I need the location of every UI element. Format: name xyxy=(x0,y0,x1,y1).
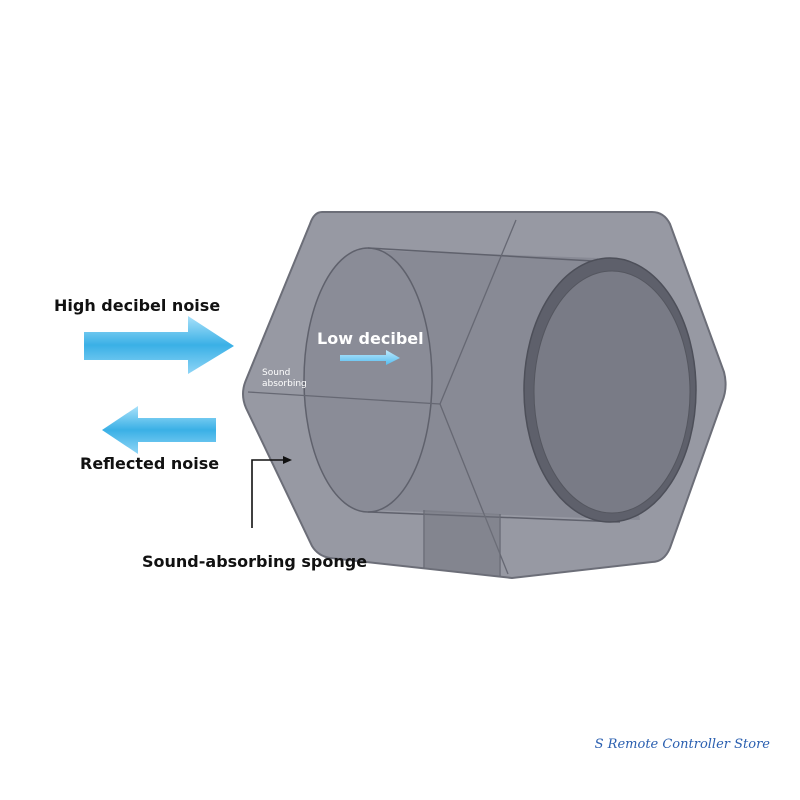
seam-line xyxy=(247,391,441,405)
bottom-block xyxy=(424,510,500,576)
low-decibel-label: Low decibel xyxy=(317,329,424,348)
sponge-pointer-arrowhead xyxy=(283,456,292,464)
left-cylinder-face xyxy=(303,247,433,513)
sponge-pointer-line xyxy=(251,459,288,528)
reflected-noise-label: Reflected noise xyxy=(80,454,220,473)
seam-line xyxy=(439,219,517,405)
sound-absorbing-label: Sound absorbing xyxy=(262,368,307,389)
high-noise-arrow xyxy=(84,316,234,374)
cylinder-top-edge xyxy=(367,247,611,263)
speaker-cone xyxy=(533,270,691,514)
store-watermark: S Remote Controller Store xyxy=(594,737,770,752)
reflected-noise-arrow xyxy=(102,406,216,454)
high-decibel-noise-label: High decibel noise xyxy=(54,296,221,315)
sound-absorbing-sponge-label: Sound-absorbing sponge xyxy=(142,552,368,571)
low-decibel-arrow xyxy=(340,350,400,365)
